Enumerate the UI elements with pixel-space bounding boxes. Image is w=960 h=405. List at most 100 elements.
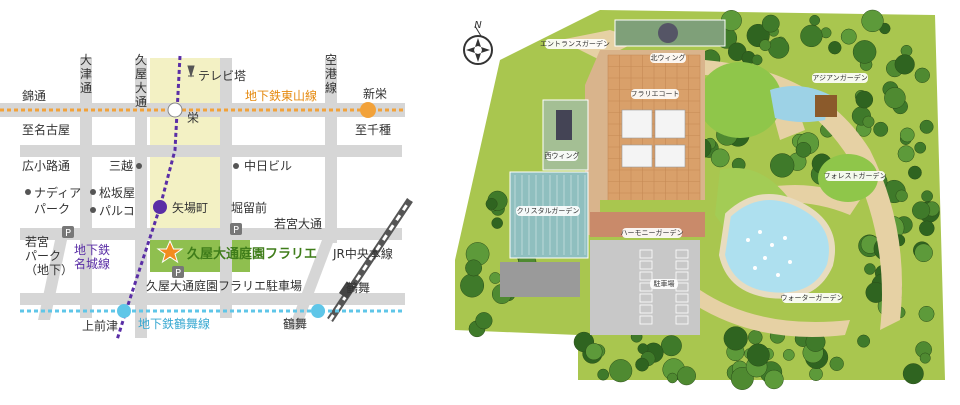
label-hisaya-odori: 久屋大通 [135, 53, 147, 109]
label-kamimaezu: 上前津 [82, 318, 118, 333]
tree [908, 165, 922, 180]
tree [912, 201, 931, 220]
station-shinsakae-marker [360, 102, 376, 118]
label-sakae: 栄 [187, 111, 199, 125]
tree [840, 28, 857, 45]
label-nishiki-dori: 錦通 [22, 88, 46, 103]
access-map: P P P 大津通 久屋大通 空港線 テレビ塔 錦通 地下鉄東山線 新栄 栄 至… [0, 53, 413, 341]
tree [635, 357, 649, 372]
tree [465, 259, 483, 277]
roads [0, 58, 405, 338]
tree [764, 369, 784, 390]
label-to-nagoya: 至名古屋 [22, 122, 70, 137]
label-parking: 久屋大通庭園フラリエ駐車場 [146, 278, 302, 293]
label-crystal-garden: クリスタルガーデン [517, 206, 580, 215]
label-meijo-line: 地下鉄名城線 [74, 242, 110, 271]
label-parking-lot: 駐車場 [654, 279, 675, 288]
label-kuko-sen: 空港線 [325, 53, 337, 95]
label-higashiyama-line: 地下鉄東山線 [245, 88, 317, 103]
west-wing-roof [556, 110, 572, 140]
tree [767, 37, 790, 59]
tree [862, 115, 875, 128]
tree [894, 54, 915, 75]
tree [660, 335, 682, 357]
tree [919, 119, 934, 134]
tree [918, 305, 935, 322]
tree [491, 217, 503, 229]
parking-markers: P P P [62, 223, 242, 279]
tree [585, 343, 603, 361]
tree [746, 343, 770, 367]
label-wakamiya-odori: 若宮大通 [274, 216, 322, 231]
label-west-wing: 西ウィング [545, 151, 580, 160]
parking-icon: P [175, 268, 181, 279]
label-north-wing: 北ウィング [651, 53, 686, 62]
label-asian-garden: アジアンガーデン [812, 73, 867, 82]
compass-label: N [474, 20, 482, 31]
tree [914, 141, 927, 154]
tree [895, 189, 908, 202]
tree [770, 153, 795, 178]
label-jr-chuo: JR中央本線 [332, 246, 393, 261]
tree [861, 9, 884, 33]
landmark-dots [25, 163, 239, 213]
tree [485, 197, 498, 210]
jr-chuo-track [327, 198, 413, 322]
tree [828, 41, 842, 55]
tree [609, 359, 633, 383]
label-horitomae: 堀留前 [231, 200, 267, 215]
station-tsurumai-marker [311, 304, 325, 318]
label-hirokoji-dori: 広小路通 [22, 158, 70, 173]
tree [884, 87, 906, 109]
tree [857, 334, 871, 348]
tree [921, 190, 933, 203]
water-garden-pond [718, 194, 835, 299]
parking-lot [590, 240, 700, 335]
tree [751, 54, 763, 66]
tree [809, 367, 823, 381]
tree [864, 263, 876, 275]
tree [914, 243, 933, 263]
station-yabacho-marker [153, 200, 167, 214]
tree [795, 141, 812, 158]
tree [460, 273, 485, 298]
lawn-north [698, 62, 782, 138]
tree [809, 14, 821, 26]
tree [761, 14, 780, 33]
label-tv-tower: テレビ塔 [198, 69, 246, 83]
label-to-chikusa: 至千種 [355, 123, 391, 137]
tree [852, 40, 877, 64]
tree [489, 272, 502, 284]
tree [914, 67, 930, 83]
tree [677, 366, 696, 386]
label-harmony-garden: ハーモニーガーデン [621, 228, 684, 237]
tree [782, 349, 795, 361]
label-matsuzakaya: 松坂屋 [99, 186, 135, 200]
station-kamimaezu-marker [117, 304, 131, 318]
label-yabacho: 矢場町 [172, 201, 208, 215]
tree [748, 330, 763, 345]
tree [800, 24, 823, 48]
asian-pavilion [815, 95, 837, 117]
building-dome [658, 23, 678, 43]
fountain-dots [746, 230, 792, 277]
label-parco: パルコ [99, 204, 135, 218]
label-tsurumai-jr: 鶴舞 [346, 280, 370, 295]
tree [899, 127, 915, 143]
tree [597, 368, 610, 381]
label-wakamiya-park: 若宮パーク（地下） [25, 234, 73, 277]
tree [919, 352, 931, 364]
garden-map: N エントランスガーデン 北ウィング アジアンガーデン フラリエコート 西ウィン… [455, 9, 945, 390]
parking-structure [500, 262, 580, 297]
label-forest-garden: フォレストガーデン [824, 171, 887, 180]
parking-icon: P [233, 225, 239, 236]
tree [667, 372, 678, 384]
label-water-garden: ウォーターガーデン [781, 293, 844, 302]
parking-icon: P [65, 228, 71, 239]
tents [621, 109, 686, 168]
tree [855, 90, 874, 109]
tree [723, 326, 748, 351]
label-tsurumai-sub: 鶴舞 [283, 316, 307, 331]
tree [897, 145, 915, 163]
